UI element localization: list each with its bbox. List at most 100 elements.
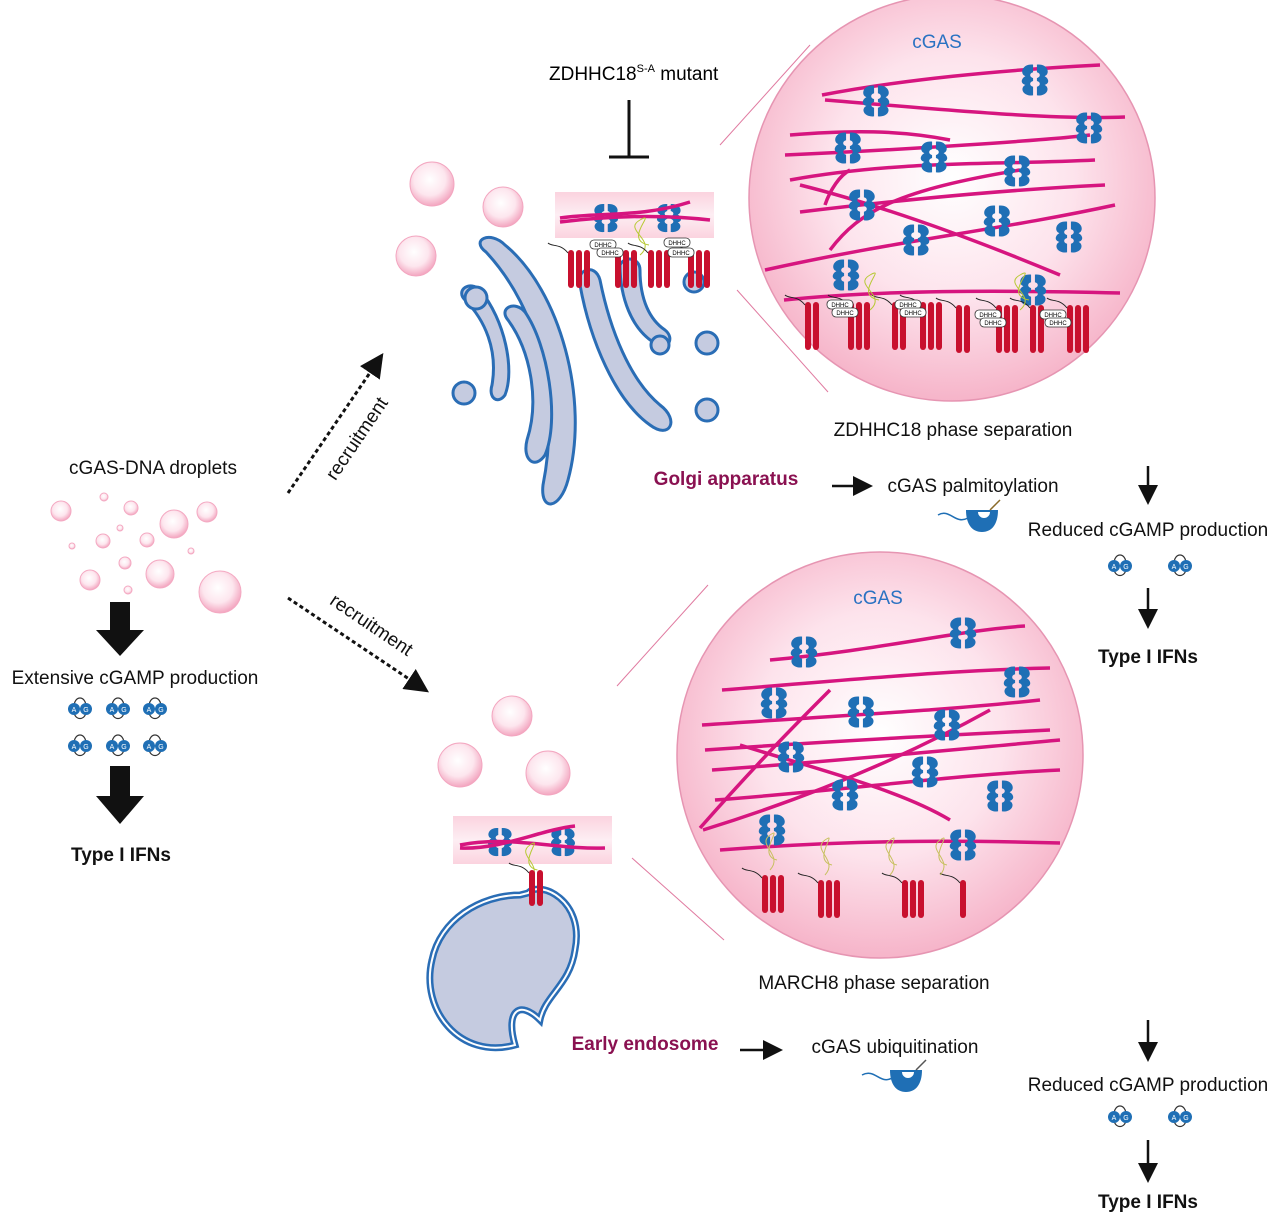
cgamp-letter: G	[121, 707, 126, 714]
ubiquitination-label: cGAS ubiquitination	[812, 1037, 979, 1058]
protein-tail	[547, 242, 569, 254]
transmembrane-helix	[537, 870, 543, 906]
protein-tail	[881, 872, 903, 884]
cgamp-letter: A	[72, 707, 77, 714]
recruitment-arrow-endosome	[287, 596, 429, 693]
golgi-vesicles	[395, 161, 524, 277]
cgamp-letter: G	[1123, 564, 1128, 571]
protein-tail	[784, 294, 806, 306]
transmembrane-helix	[826, 880, 832, 918]
droplets-label: cGAS-DNA droplets	[69, 458, 237, 479]
cgas-label-top: cGAS	[912, 32, 962, 53]
cgamp-letter: G	[1183, 564, 1188, 571]
droplet	[139, 532, 155, 548]
dna-strand	[799, 183, 1106, 214]
dna-strand	[701, 698, 1041, 727]
transmembrane-helix	[1067, 305, 1073, 353]
cgamp-letter: G	[1183, 1115, 1188, 1122]
dhhc-domain: DHHC	[979, 317, 1007, 328]
cgas-label-bottom: cGAS	[853, 588, 903, 609]
transmembrane-helix	[918, 880, 924, 918]
dna-strand	[711, 738, 1061, 772]
dna-strand	[784, 133, 1091, 157]
transmembrane-helix	[1012, 305, 1018, 353]
protein-tail	[935, 297, 957, 309]
cgamp-letter: A	[72, 744, 77, 751]
linker-loop	[820, 837, 833, 876]
palmitoylation-label: cGAS palmitoylation	[887, 476, 1058, 497]
endosome-production-label: Reduced cGAMP production	[1028, 1075, 1268, 1096]
dhhc-domain: DHHC	[1044, 317, 1072, 328]
dhhc-label: DHHC	[668, 241, 686, 247]
droplet	[79, 569, 101, 591]
dhhc-label: DHHC	[594, 243, 612, 249]
dna-strand	[714, 768, 1061, 802]
dhhc-label: DHHC	[831, 303, 849, 309]
cgas-dna-droplets	[50, 492, 242, 614]
dhhc-label: DHHC	[601, 251, 619, 257]
transmembrane-helix	[902, 880, 908, 918]
zoom-line	[736, 289, 829, 393]
big-down-arrow-2	[96, 766, 144, 824]
left-output-label: Type I IFNs	[71, 845, 171, 866]
transmembrane-helix	[648, 250, 654, 288]
transmembrane-helix	[696, 250, 702, 288]
droplet	[116, 524, 124, 532]
march8-condensate-contents	[698, 617, 1061, 918]
transmembrane-helix	[576, 250, 582, 288]
transmembrane-helix	[778, 875, 784, 913]
cgamp-letter: G	[83, 707, 88, 714]
transmembrane-helix	[956, 305, 962, 353]
linker-loop	[935, 837, 948, 876]
recruitment-arrow-golgi	[286, 353, 384, 494]
droplet	[159, 509, 189, 539]
transmembrane-helix	[584, 250, 590, 288]
zoom-line	[719, 44, 811, 146]
protein-tail	[975, 297, 997, 309]
transmembrane-helix	[688, 250, 694, 288]
cgamp-letter: A	[1172, 564, 1177, 571]
endosome-membrane-complex	[459, 824, 606, 906]
transmembrane-helix	[1083, 305, 1089, 353]
zoom-line	[631, 857, 725, 941]
endosome-condensate-box	[453, 816, 612, 864]
droplet	[198, 570, 242, 614]
inhibitor-label: ZDHHC18S-A mutant	[549, 63, 719, 85]
dhhc-label: DHHC	[899, 303, 917, 309]
dhhc-label: DHHC	[1044, 313, 1062, 319]
cgamp-letter: G	[158, 744, 163, 751]
inhibition-symbol	[609, 100, 649, 159]
dna-strand	[828, 168, 1021, 252]
recruitment-label-bottom: recruitment	[326, 590, 417, 661]
endosome-label: Early endosome	[572, 1034, 719, 1055]
protein-tail	[1009, 297, 1031, 309]
cgamp-letter: A	[110, 744, 115, 751]
droplet	[187, 547, 195, 555]
transmembrane-helix	[1030, 305, 1036, 353]
protein-tail	[797, 872, 819, 884]
dna-strand	[698, 688, 832, 830]
transmembrane-helix	[964, 305, 970, 353]
transmembrane-helix	[623, 250, 629, 288]
cgamp-letter: A	[1112, 1115, 1117, 1122]
linker-loop	[634, 217, 650, 256]
droplet	[145, 559, 175, 589]
palmitoylated-cgas-icon	[937, 499, 1001, 532]
dhhc-label: DHHC	[1049, 321, 1067, 327]
zdhhc18-phase-label: ZDHHC18 phase separation	[834, 420, 1073, 441]
cgamp-letter: G	[1123, 1115, 1128, 1122]
droplet	[95, 533, 111, 549]
transmembrane-helix	[818, 880, 824, 918]
droplet	[123, 585, 133, 595]
linker-loop	[1014, 272, 1030, 311]
cgamp-letter: G	[158, 707, 163, 714]
transmembrane-helix	[631, 250, 637, 288]
dhhc-label: DHHC	[984, 321, 1002, 327]
transmembrane-helix	[656, 250, 662, 288]
